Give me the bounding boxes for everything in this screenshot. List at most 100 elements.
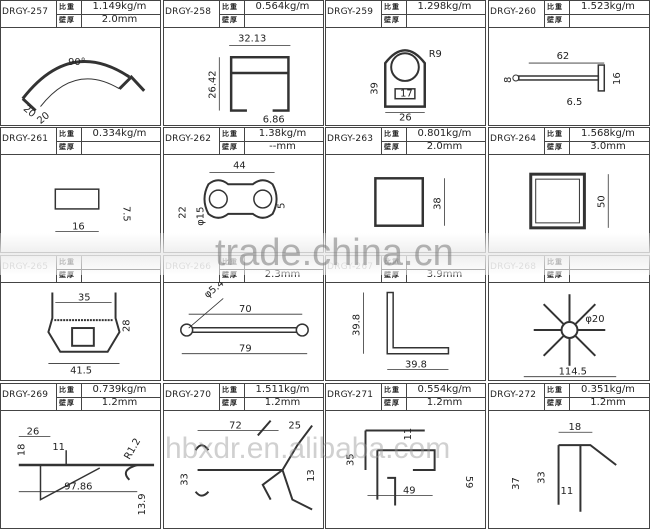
weight-label: 比重 [384, 386, 400, 394]
weight-value: 0.334kg/m [92, 128, 147, 139]
thickness-value: 1.2mm [101, 397, 138, 408]
thickness-label: 壁厚 [222, 16, 238, 24]
profile-code: DRGY-264 [490, 134, 537, 144]
profile-code: DRGY-270 [165, 390, 212, 400]
weight-value: 1.149kg/m [92, 1, 147, 12]
weight-label: 比重 [59, 386, 75, 394]
weight-label: 比重 [222, 386, 238, 394]
dimension-label: 26 [27, 426, 40, 437]
weight-label: 比重 [547, 3, 563, 11]
thickness-value: 2.0mm [426, 141, 463, 152]
dimension-label: 62 [557, 51, 570, 62]
weight-label: 比重 [222, 130, 238, 138]
profile-drawing: φ20 114.5 [489, 282, 649, 380]
dimension-label: 39.8 [405, 360, 427, 371]
dimension-label: 22 [178, 206, 189, 219]
weight-value: 0.564kg/m [255, 1, 310, 12]
profile-drawing: 38 [326, 154, 485, 252]
profile-header: DRGY-257 比重 壁厚 1.149kg/m 2.0mm [1, 1, 160, 28]
thickness-label: 壁厚 [547, 399, 563, 407]
dimension-label: 37 [511, 477, 522, 490]
dimension-label: 25 [288, 421, 301, 432]
dimension-label: 32.13 [238, 33, 266, 44]
dimension-label: φ5.4 [202, 282, 226, 301]
weight-label: 比重 [547, 386, 563, 394]
dimension-label: R1.2 [122, 437, 143, 462]
profile-code: DRGY-261 [2, 134, 49, 144]
profile-code: DRGY-272 [490, 390, 537, 400]
weight-label: 比重 [384, 3, 400, 11]
dimension-label: 33 [180, 473, 191, 486]
thickness-value: 3.0mm [590, 141, 626, 152]
dimension-label: 7.5 [120, 206, 131, 222]
dimension-label: 18 [17, 444, 28, 457]
dimension-label: 70 [239, 304, 252, 315]
dimension-label: 26 [399, 112, 412, 123]
weight-value: 1.38kg/m [258, 128, 307, 139]
cross-section-diagram: 72 25 33 13 [180, 419, 317, 511]
dimension-label: 90° [68, 57, 85, 68]
profile-header: DRGY-259 比重 壁厚 1.298kg/m [326, 1, 485, 28]
dimension-label: 20 [35, 110, 52, 124]
profile-drawing: 50 [489, 154, 649, 252]
profile-code: DRGY-258 [165, 7, 212, 17]
dimension-label: 6.86 [263, 114, 285, 124]
weight-label: 比重 [59, 3, 75, 11]
dimension-label: 11 [403, 428, 414, 441]
dimension-label: 35 [346, 453, 357, 466]
thickness-label: 壁厚 [384, 16, 400, 24]
dimension-label: φ20 [585, 314, 604, 325]
profile-card: DRGY-263 比重 壁厚 0.801kg/m 2.0mm 38 [325, 127, 486, 253]
profile-header: DRGY-263 比重 壁厚 0.801kg/m 2.0mm [326, 128, 485, 155]
weight-label: 比重 [59, 130, 75, 138]
cross-section-diagram: 38 [374, 177, 445, 227]
dimension-label: 41.5 [70, 365, 92, 376]
dimension-label: 28 [121, 319, 132, 332]
thickness-label: 壁厚 [547, 271, 563, 279]
dimension-label: 44 [233, 160, 246, 171]
dimension-label: 49 [403, 486, 416, 497]
profile-drawing: 72 25 33 13 [164, 410, 323, 528]
dimension-label: 13 [306, 469, 317, 482]
thickness-label: 壁厚 [384, 143, 400, 151]
thickness-value: 1.2mm [426, 397, 463, 408]
dimension-label: φ15 [196, 207, 207, 226]
weight-value: 0.801kg/m [417, 128, 472, 139]
weight-label: 比重 [547, 130, 563, 138]
profile-code: DRGY-262 [165, 134, 212, 144]
watermark-blur-band [0, 233, 650, 275]
thickness-label: 壁厚 [384, 271, 400, 279]
thickness-label: 壁厚 [59, 271, 75, 279]
thickness-value: --mm [269, 141, 296, 152]
thickness-value: 1.2mm [264, 397, 301, 408]
dimension-label: 16 [612, 72, 623, 85]
dimension-label: 114.5 [559, 367, 587, 378]
cross-section-diagram: 50 [529, 172, 609, 230]
weight-value: 1.511kg/m [255, 384, 310, 395]
thickness-label: 壁厚 [59, 16, 75, 24]
dimension-label: 79 [239, 344, 252, 355]
profile-header: DRGY-271 比重 壁厚 0.554kg/m 1.2mm [326, 384, 485, 411]
dimension-label: 72 [229, 421, 242, 432]
dimension-label: 6.5 [567, 97, 583, 108]
weight-value: 0.739kg/m [92, 384, 147, 395]
profile-header: DRGY-264 比重 壁厚 1.568kg/m 3.0mm [489, 128, 649, 155]
thickness-label: 壁厚 [384, 399, 400, 407]
